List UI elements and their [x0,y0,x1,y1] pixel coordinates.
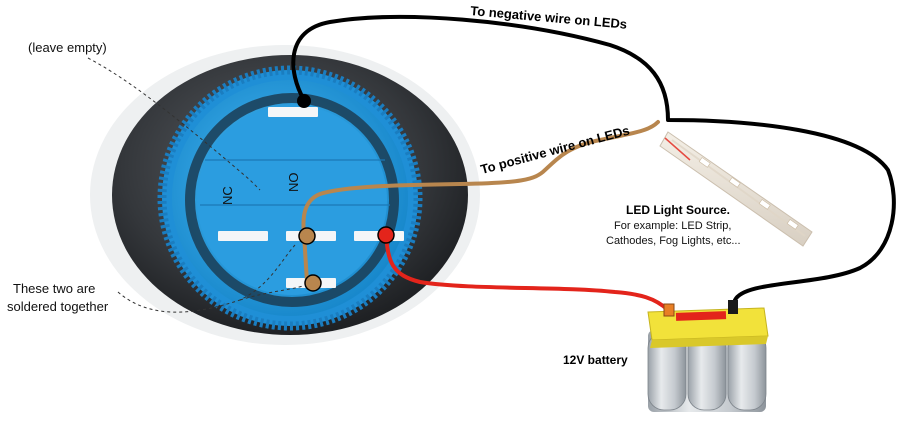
label-positive-wire: To positive wire on LEDs [479,123,631,177]
leader-leave-empty [87,57,261,191]
battery [647,300,769,412]
leader-soldered [117,244,296,313]
battery-label [675,311,727,321]
led-strip-body [659,131,813,247]
connection-dot-power [377,226,395,244]
switch-face [197,105,387,295]
label-led-line2: Cathodes, Fog Lights, etc... [606,235,741,247]
pin-top [268,107,318,117]
led-strip [659,131,813,247]
label-soldered-line2: soldered together [7,299,109,314]
power-wire [384,232,670,312]
label-led-line1: For example: LED Strip, [614,220,731,232]
svg-text:NC: NC [220,186,235,205]
label-battery: 12V battery [563,353,628,367]
connection-dot-bottom [304,274,322,292]
label-leave-empty: (leave empty) [28,40,107,55]
negative-wire [291,14,896,314]
svg-text:NO: NO [286,173,301,193]
pin-left [218,231,268,241]
negative-terminal [728,300,738,314]
negative-wire-joint [297,94,311,108]
positive-wire [301,120,660,284]
label-negative-wire: To negative wire on LEDs [470,3,628,32]
label-soldered-line1: These two are [13,281,95,296]
rocker-switch: NC NO [90,45,480,345]
switch-recess [185,93,399,307]
connection-dot-middle [298,227,316,245]
positive-terminal [663,303,675,317]
label-led-title: LED Light Source. [626,203,730,217]
